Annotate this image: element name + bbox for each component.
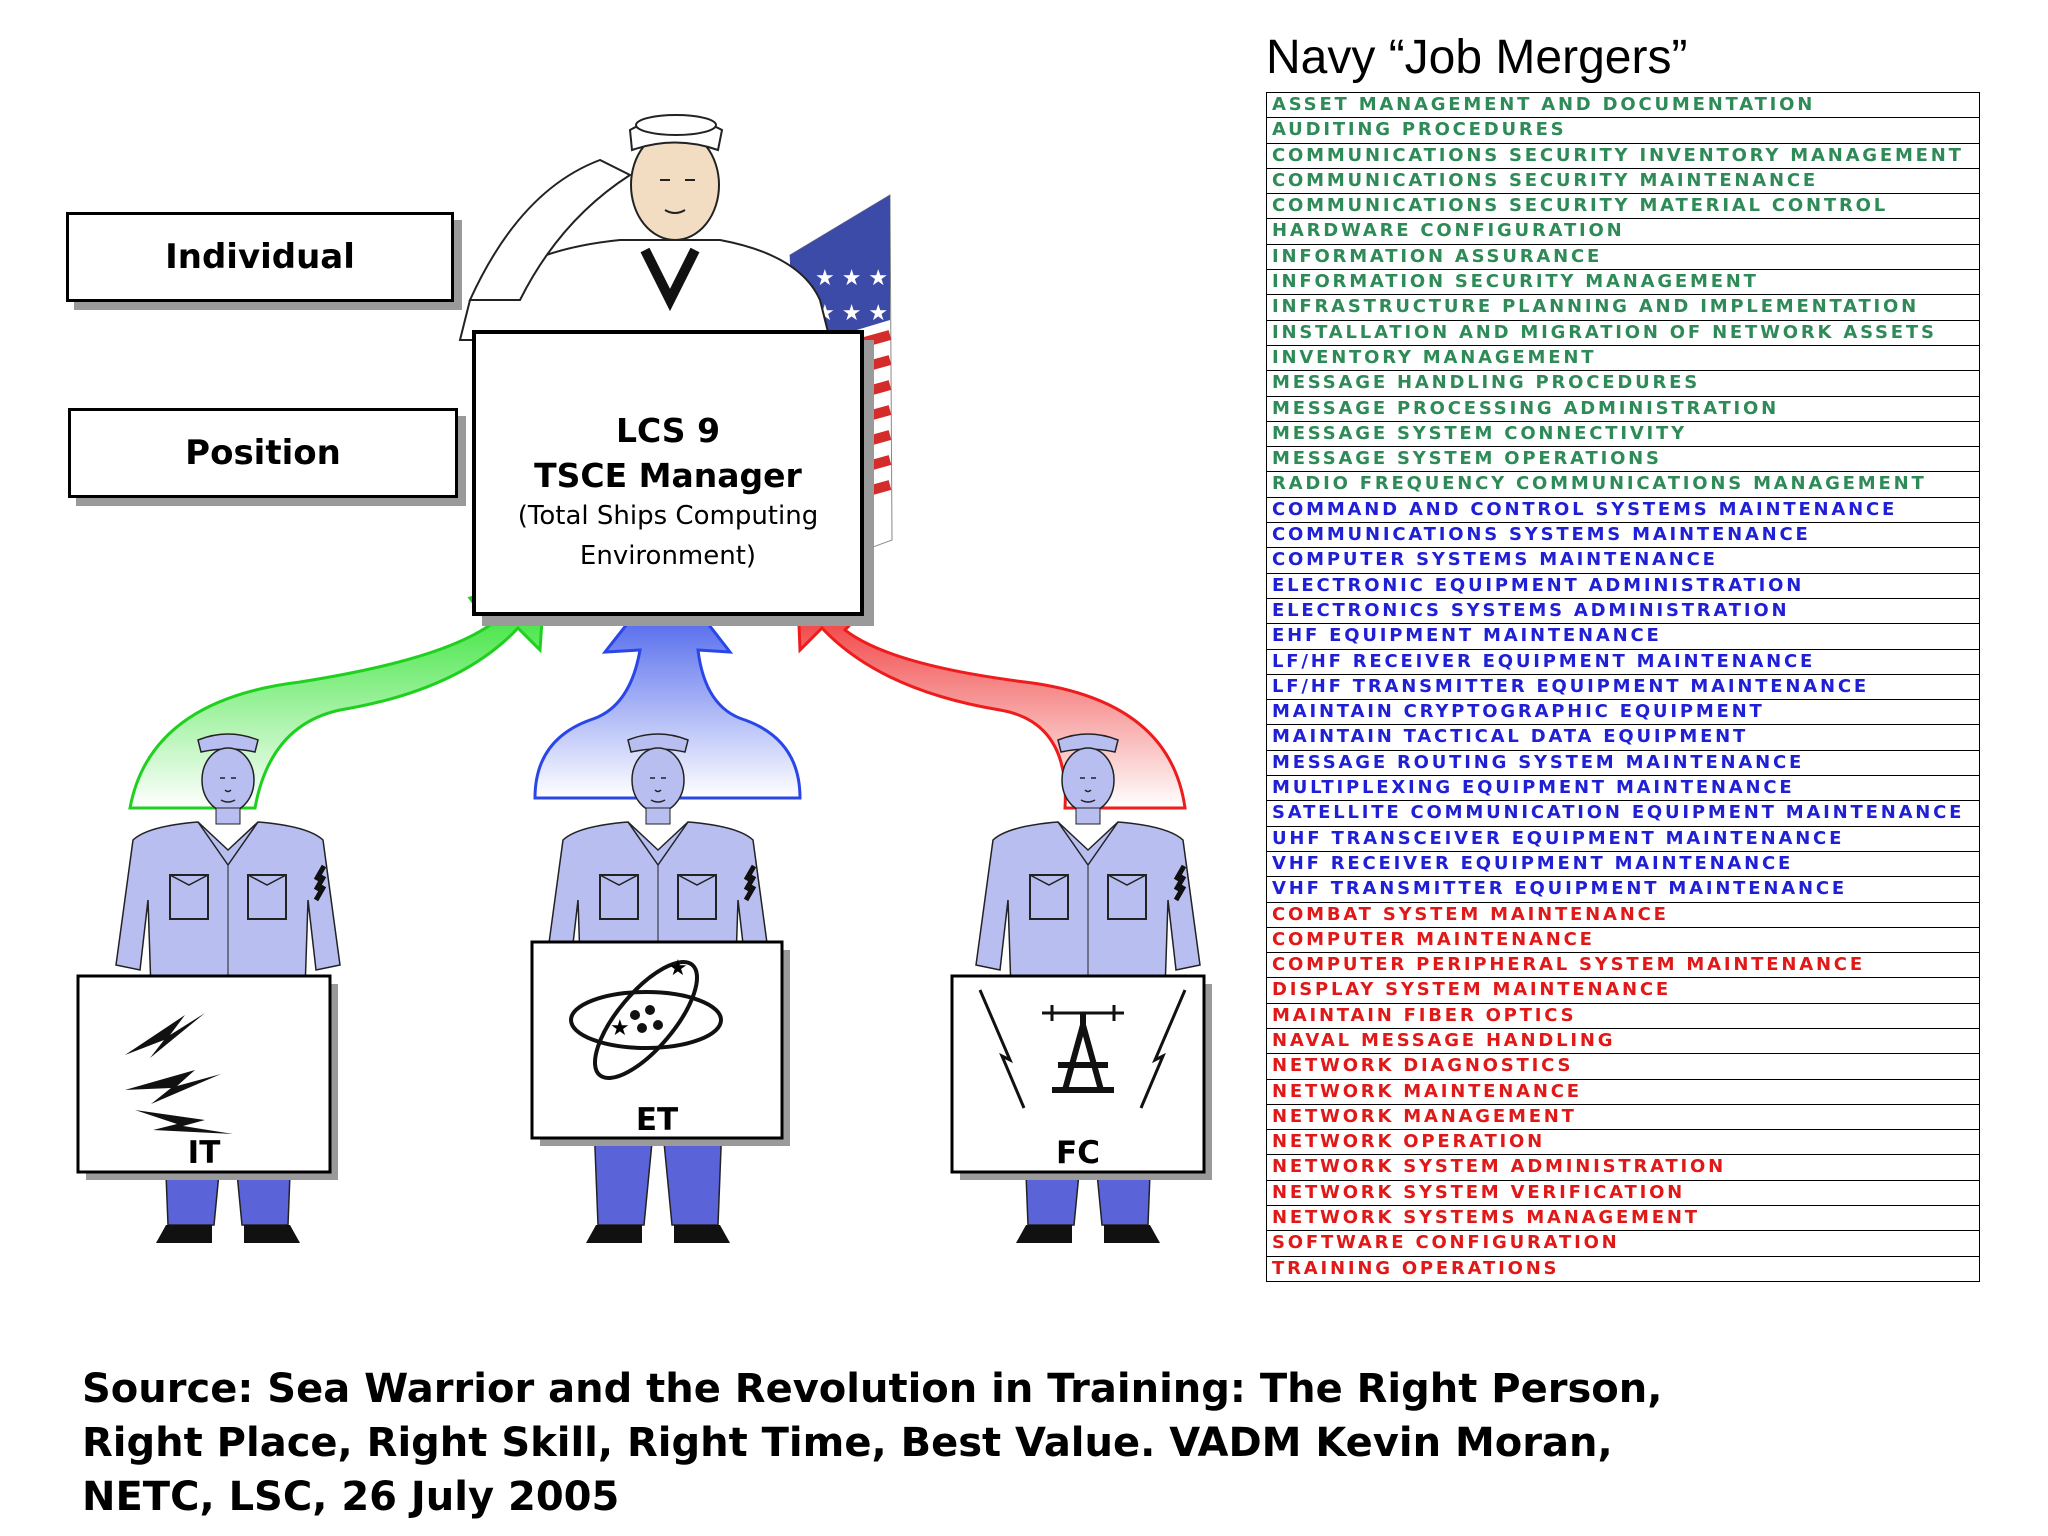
svg-text:★ ★ ★: ★ ★ ★ [815, 301, 888, 326]
job-list-item: COMBAT SYSTEM MAINTENANCE [1267, 903, 1979, 928]
rangefinder-tower-icon [978, 989, 1187, 1109]
job-mergers-title: Navy “Job Mergers” [1266, 31, 1688, 84]
job-list-item: UHF TRANSCEIVER EQUIPMENT MAINTENANCE [1267, 827, 1979, 852]
job-list-item: SATELLITE COMMUNICATION EQUIPMENT MAINTE… [1267, 801, 1979, 827]
job-list-item: COMMUNICATIONS SYSTEMS MAINTENANCE [1267, 523, 1979, 549]
individual-label: Individual [66, 212, 454, 302]
lcs-label: LCS 9 [615, 411, 721, 450]
job-list-item: MESSAGE HANDLING PROCEDURES [1267, 371, 1979, 397]
job-list-item: COMPUTER SYSTEMS MAINTENANCE [1267, 548, 1979, 574]
job-list-item: MAINTAIN TACTICAL DATA EQUIPMENT [1267, 725, 1979, 751]
job-list-item: MESSAGE PROCESSING ADMINISTRATION [1267, 397, 1979, 422]
source-line-3: NETC, LSC, 26 July 2005 [82, 1474, 620, 1520]
tsce-manager-label: TSCE Manager [534, 456, 802, 495]
rating-diagram: ★ ★ ★ ★ ★ ★ IT [76, 114, 1212, 1345]
tsce-manager-box: LCS 9 TSCE Manager (Total Ships Computin… [472, 330, 864, 616]
svg-text:★ ★ ★: ★ ★ ★ [815, 266, 888, 291]
job-list-item: MESSAGE SYSTEM OPERATIONS [1267, 447, 1979, 473]
job-list-item: COMPUTER MAINTENANCE [1267, 928, 1979, 954]
job-list-item: ELECTRONIC EQUIPMENT ADMINISTRATION [1267, 574, 1979, 599]
job-list-item: MAINTAIN CRYPTOGRAPHIC EQUIPMENT [1267, 700, 1979, 726]
job-list-item: MAINTAIN FIBER OPTICS [1267, 1004, 1979, 1029]
job-list-item: NETWORK DIAGNOSTICS [1267, 1054, 1979, 1080]
job-list-item: NAVAL MESSAGE HANDLING [1267, 1029, 1979, 1055]
position-label: Position [68, 408, 458, 498]
job-list-item: HARDWARE CONFIGURATION [1267, 219, 1979, 245]
job-list-item: COMMUNICATIONS SECURITY INVENTORY MANAGE… [1267, 144, 1979, 169]
job-list-item: ASSET MANAGEMENT AND DOCUMENTATION [1267, 93, 1979, 119]
et-rating-code: ET [636, 1102, 678, 1138]
job-list-item: INVENTORY MANAGEMENT [1267, 346, 1979, 372]
job-list-item: DISPLAY SYSTEM MAINTENANCE [1267, 978, 1979, 1004]
fc-rating-code: FC [1056, 1135, 1100, 1171]
it-rating-sign: IT [76, 974, 338, 1180]
job-list-item: EHF EQUIPMENT MAINTENANCE [1267, 624, 1979, 650]
job-list-item: COMPUTER PERIPHERAL SYSTEM MAINTENANCE [1267, 953, 1979, 979]
job-list-item: AUDITING PROCEDURES [1267, 118, 1979, 144]
job-list-item: NETWORK SYSTEM ADMINISTRATION [1267, 1155, 1979, 1181]
job-list-item: COMMUNICATIONS SECURITY MATERIAL CONTROL [1267, 194, 1979, 220]
tsce-expansion-line1: (Total Ships Computing [517, 501, 819, 531]
job-list-item: VHF RECEIVER EQUIPMENT MAINTENANCE [1267, 852, 1979, 878]
lightning-bolts-icon [125, 1013, 233, 1134]
job-list-item: RADIO FREQUENCY COMMUNICATIONS MANAGEMEN… [1267, 472, 1979, 498]
fc-rating-sign: FC [950, 974, 1212, 1180]
job-list-item: INFORMATION ASSURANCE [1267, 245, 1979, 271]
job-list-item: MULTIPLEXING EQUIPMENT MAINTENANCE [1267, 776, 1979, 802]
job-list-item: ELECTRONICS SYSTEMS ADMINISTRATION [1267, 599, 1979, 625]
job-list-item: NETWORK OPERATION [1267, 1130, 1979, 1156]
job-list-item: LF/HF TRANSMITTER EQUIPMENT MAINTENANCE [1267, 675, 1979, 701]
job-list-item: COMMAND AND CONTROL SYSTEMS MAINTENANCE [1267, 498, 1979, 524]
job-list-item: NETWORK SYSTEM VERIFICATION [1267, 1181, 1979, 1207]
job-list-item: MESSAGE ROUTING SYSTEM MAINTENANCE [1267, 751, 1979, 777]
job-list-item: TRAINING OPERATIONS [1267, 1257, 1979, 1282]
job-list-item: LF/HF RECEIVER EQUIPMENT MAINTENANCE [1267, 650, 1979, 675]
job-list-item: NETWORK MANAGEMENT [1267, 1105, 1979, 1131]
et-rating-sign: ★ ★ ET [530, 940, 790, 1146]
source-line-1: Source: Sea Warrior and the Revolution i… [82, 1366, 1663, 1412]
job-list-item: INSTALLATION AND MIGRATION OF NETWORK AS… [1267, 321, 1979, 346]
atom-orbit-icon: ★ ★ [569, 956, 723, 1081]
svg-text:★: ★ [610, 1016, 630, 1041]
job-list-item: COMMUNICATIONS SECURITY MAINTENANCE [1267, 169, 1979, 195]
job-list-item: NETWORK SYSTEMS MANAGEMENT [1267, 1206, 1979, 1232]
svg-text:★: ★ [668, 956, 688, 981]
job-list-item: NETWORK MAINTENANCE [1267, 1080, 1979, 1105]
source-citation: Source: Sea Warrior and the Revolution i… [82, 1362, 1982, 1524]
job-list-item: SOFTWARE CONFIGURATION [1267, 1231, 1979, 1257]
job-list-item: INFRASTRUCTURE PLANNING AND IMPLEMENTATI… [1267, 295, 1979, 321]
job-list-item: MESSAGE SYSTEM CONNECTIVITY [1267, 422, 1979, 448]
job-list-item: INFORMATION SECURITY MANAGEMENT [1267, 270, 1979, 296]
it-rating-code: IT [188, 1135, 221, 1171]
source-line-2: Right Place, Right Skill, Right Time, Be… [82, 1420, 1613, 1466]
tsce-expansion-line2: Environment) [579, 541, 757, 571]
job-list-item: VHF TRANSMITTER EQUIPMENT MAINTENANCE [1267, 877, 1979, 903]
